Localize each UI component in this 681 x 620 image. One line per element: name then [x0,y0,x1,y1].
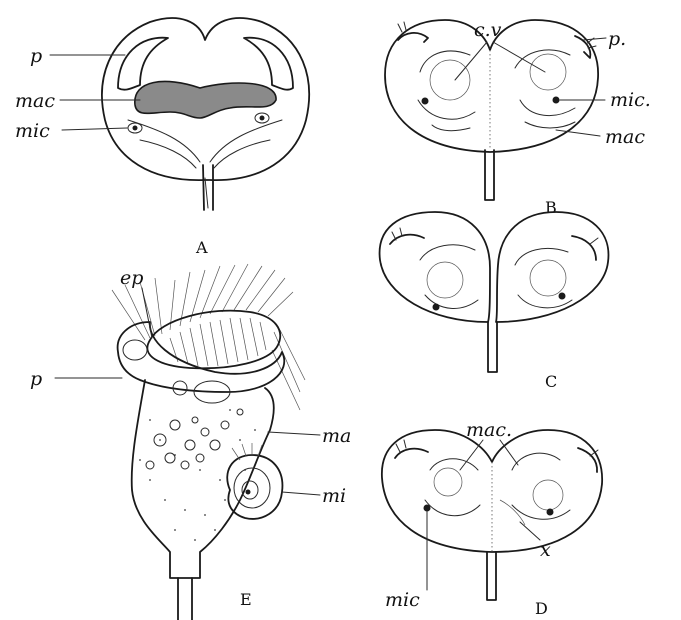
panel-a-macronucleus [135,81,276,118]
panel-d-label-mac: mac. [466,419,512,441]
panel-e-label-ep: ep [120,267,143,289]
panel-b: c.v p. mic. mac B [385,19,651,217]
panel-b-label-p: p. [608,28,626,50]
panel-c-stalk [488,322,497,372]
panel-d-label-x: x [540,539,551,561]
panel-b-stalk [485,150,494,200]
panel-c-body-right [496,212,608,322]
panel-e-peristome [147,311,280,369]
panel-e-stalk [178,578,192,620]
panel-b-label-mic: mic. [610,89,651,111]
panel-a-label-p: p [30,45,42,67]
panel-c-caption: C [545,372,557,391]
panel-a: p mac mic A [15,18,309,257]
panel-e-label-mi: mi [322,485,346,507]
panel-e: ep p ma mi E [30,264,351,620]
panel-d-caption: D [535,599,548,618]
panel-e-label-ma: ma [322,425,351,447]
panel-e-caption: E [240,590,252,609]
panel-a-peristome-right [244,38,293,90]
panel-e-label-p: p [30,368,42,390]
panel-e-peristome-rim [118,322,285,392]
panel-d: mac. mic x D [382,419,602,618]
panel-c: C [380,212,609,391]
panel-d-stalk [487,552,496,600]
panel-d-label-mic: mic [385,589,420,611]
panel-b-label-mac: mac [605,126,645,148]
panel-e-body [132,380,274,578]
panel-b-caption: B [545,198,557,217]
panel-b-label-cv: c.v [474,19,502,41]
panel-a-label-mac: mac [15,90,55,112]
panel-a-caption: A [195,238,208,257]
panel-a-label-mic: mic [15,120,50,142]
